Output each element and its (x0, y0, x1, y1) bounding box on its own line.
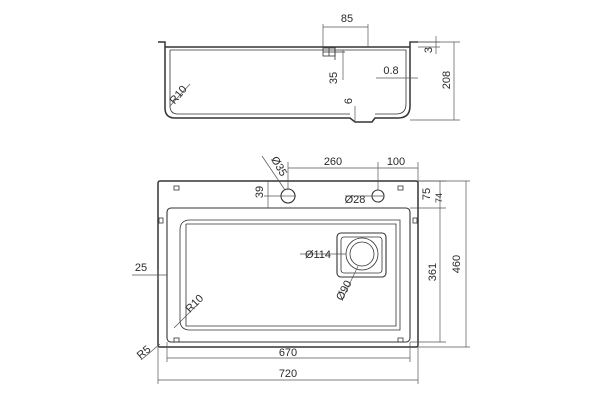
dim-74: 74 (434, 193, 444, 203)
dim-tap-hole: Ø35 (268, 154, 289, 178)
dim-75: 75 (421, 188, 433, 200)
side-view-outline (158, 41, 418, 123)
dim-overflow-hole: Ø28 (345, 194, 366, 206)
side-tap-hole (322, 47, 345, 57)
dim-25: 25 (135, 262, 147, 274)
dim-39: 39 (254, 186, 266, 198)
dim-drain-inner: Ø90 (334, 279, 354, 303)
dim-35: 35 (328, 72, 340, 84)
dim-100: 100 (387, 156, 405, 168)
dim-260: 260 (324, 156, 342, 168)
dim-3: 3 (423, 47, 435, 53)
sink-outer-rim (157, 180, 419, 348)
dim-0-8: 0.8 (383, 65, 398, 77)
sink-bowl-outer (166, 207, 411, 343)
dim-460: 460 (451, 255, 463, 273)
dim-361: 361 (427, 263, 439, 281)
dim-r5: R5 (135, 344, 153, 362)
dim-r10-side: R10 (168, 83, 190, 106)
dim-drain-outer: Ø114 (305, 249, 331, 261)
plan-view: Ø35 Ø28 Ø114 Ø90 260 100 39 75 (132, 154, 470, 384)
side-view-inner-wall (169, 49, 407, 115)
dim-208: 208 (441, 71, 453, 89)
dim-670: 670 (279, 347, 297, 359)
dim-85: 85 (341, 13, 353, 25)
drain (336, 232, 387, 278)
dim-r10-plan: R10 (183, 292, 206, 315)
side-view: 85 35 0.8 6 3 208 R10 (158, 13, 460, 123)
dim-6: 6 (343, 98, 355, 104)
sink-bowl-basin (179, 219, 401, 331)
dim-720: 720 (279, 368, 297, 380)
